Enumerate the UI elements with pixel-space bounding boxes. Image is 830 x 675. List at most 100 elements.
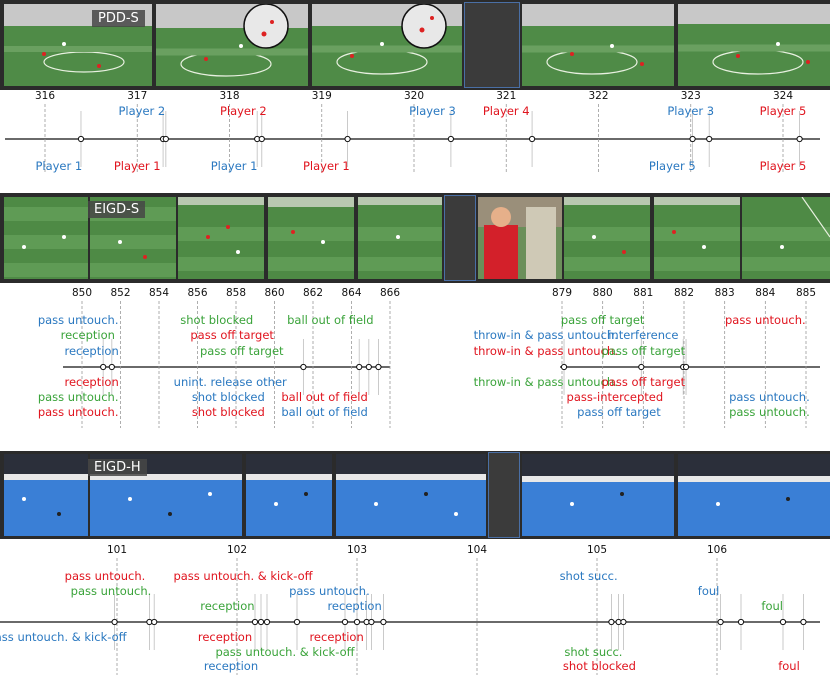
event-marker [159, 135, 167, 143]
event-label: pass untouch. [71, 584, 152, 598]
tick-label: 881 [633, 287, 653, 299]
video-frame [678, 454, 830, 536]
tick-label: 858 [226, 287, 246, 299]
tick-label: 323 [681, 90, 701, 102]
event-marker [353, 618, 361, 626]
video-frame [156, 4, 308, 86]
event-marker [375, 363, 382, 371]
missing-frame-gap [464, 2, 520, 88]
tick-label: 319 [312, 90, 332, 102]
event-marker [293, 618, 301, 626]
video-frame [478, 197, 562, 279]
event-marker [680, 363, 687, 371]
handball-court-image [246, 454, 332, 536]
event-label: Player 5 [760, 159, 807, 173]
event-label: pass untouch. [38, 390, 119, 404]
event-label: Player 4 [483, 104, 530, 118]
event-marker [108, 363, 115, 371]
event-label: foul [778, 659, 800, 673]
tick-label: 882 [674, 287, 694, 299]
event-marker [737, 618, 745, 626]
video-frame [678, 4, 830, 86]
event-marker [100, 363, 107, 371]
handball-court-image [678, 454, 830, 536]
event-label: pass off target [561, 313, 645, 327]
event-marker [356, 363, 363, 371]
soccer-pitch-image [358, 197, 442, 279]
event-marker [717, 618, 724, 626]
event-marker [365, 363, 372, 371]
event-marker [258, 135, 265, 143]
tick-label: 324 [773, 90, 793, 102]
event-label: foul [761, 599, 783, 613]
tick-label: 318 [219, 90, 239, 102]
event-marker [779, 618, 787, 626]
soccer-pitch-image [268, 197, 354, 279]
handball-court-image [4, 454, 88, 536]
event-marker [380, 618, 387, 626]
event-marker [254, 135, 261, 143]
event-label: reception [198, 630, 252, 644]
tick-label: 852 [110, 287, 130, 299]
event-marker [251, 618, 259, 626]
player-closeup-image [478, 197, 562, 279]
event-marker [620, 618, 627, 626]
panel-title: EIGD-H [88, 459, 147, 476]
event-marker [146, 618, 153, 626]
event-marker [638, 363, 645, 371]
event-marker [447, 135, 454, 143]
panel-title: EIGD-S [88, 201, 146, 218]
handball-court-image [522, 454, 674, 536]
event-label: Player 1 [211, 159, 258, 173]
event-marker [528, 135, 536, 143]
video-frame [358, 197, 442, 279]
event-label: throw-in & pass untouch. [474, 344, 618, 358]
event-label: reception [200, 599, 254, 613]
event-label: pass untouch. & kick-off [0, 630, 128, 644]
video-frame [654, 197, 740, 279]
event-label: reception [327, 599, 381, 613]
event-marker [706, 135, 713, 143]
event-marker [263, 618, 271, 626]
tick-label: 321 [496, 90, 516, 102]
tick-label: 317 [127, 90, 147, 102]
event-marker [111, 618, 118, 626]
event-label: ball out of field [281, 405, 367, 419]
event-label: pass off target [190, 328, 274, 342]
event-marker [151, 618, 158, 626]
tick-label: 101 [107, 544, 127, 556]
event-label: throw-in & pass untouch. [474, 375, 618, 389]
video-frame [178, 197, 264, 279]
event-label: shot blocked [192, 390, 265, 404]
event-label: Player 2 [118, 104, 165, 118]
event-label: pass untouch. [729, 405, 810, 419]
event-label: ball out of field [281, 390, 367, 404]
soccer-pitch-image [564, 197, 650, 279]
event-label: pass-intercepted [567, 390, 664, 404]
tick-label: 322 [588, 90, 608, 102]
event-marker [77, 135, 85, 143]
event-label: reception [64, 344, 118, 358]
missing-frame-gap [444, 195, 476, 281]
event-marker [300, 363, 307, 371]
tick-label: 316 [35, 90, 55, 102]
event-label: shot blocked [192, 405, 265, 419]
tick-label: 860 [264, 287, 284, 299]
tick-label: 885 [796, 287, 816, 299]
pdd-s-frame-strip: PDD-S [0, 0, 830, 90]
event-label: reception [204, 659, 258, 673]
video-frame [336, 454, 486, 536]
tick-label: 856 [187, 287, 207, 299]
event-label: pass untouch. [38, 313, 119, 327]
tick-label: 104 [467, 544, 487, 556]
event-label: interference [608, 328, 678, 342]
tick-label: 103 [347, 544, 367, 556]
event-marker [615, 618, 622, 626]
video-frame [268, 197, 354, 279]
event-label: pass off target [602, 375, 686, 389]
event-marker [796, 135, 803, 143]
event-label: ball out of field [287, 313, 373, 327]
soccer-pitch-image [678, 4, 830, 86]
eigd-h-frame-strip: EIGD-H [0, 451, 830, 539]
handball-court-image [336, 454, 486, 536]
